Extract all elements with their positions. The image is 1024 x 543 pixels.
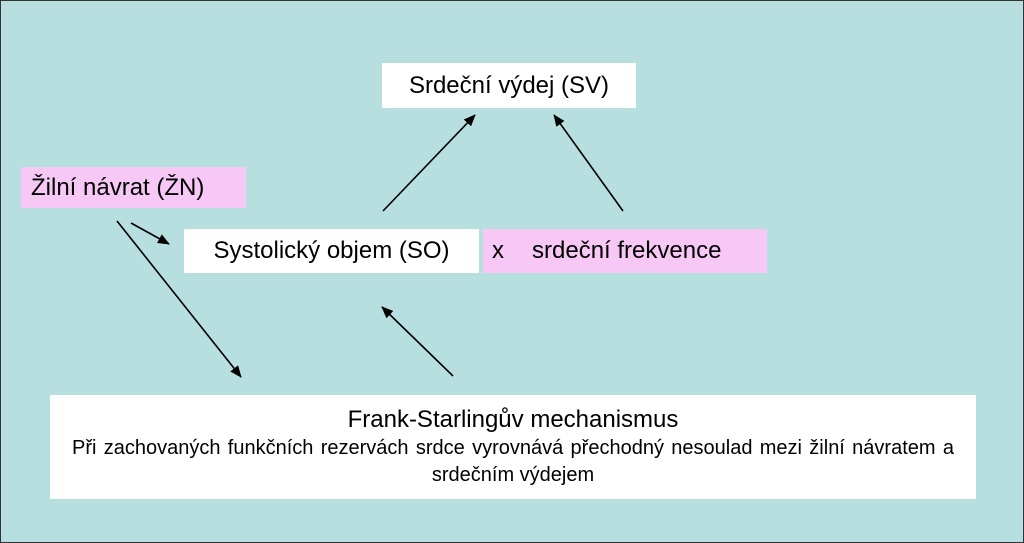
cardiac-output-box: Srdeční výdej (SV) [382,63,636,108]
venous-return-box: Žilní návrat (ŽN) [21,167,246,208]
frank-starling-description: Při zachovaných funkčních rezervách srdc… [72,437,954,486]
arrow-venous-return-to-stroke-volume [130,222,170,245]
venous-return-label: Žilní návrat (ŽN) [31,173,205,201]
arrow-heart-rate-to-cardiac-output [553,114,624,212]
cardiac-output-label: Srdeční výdej (SV) [408,71,610,99]
frank-starling-title: Frank-Starlingův mechanismus [347,406,679,433]
frank-starling-box: Frank-Starlingův mechanismus Při zachova… [50,395,976,499]
arrow-stroke-volume-to-cardiac-output [382,114,476,212]
stroke-volume-box: Systolický objem (SO) [184,229,479,273]
stroke-volume-label: Systolický objem (SO) [213,237,450,264]
arrow-frank-starling-to-stroke-volume [381,306,454,377]
heart-rate-box: x srdeční frekvence [483,229,767,273]
multiply-sign: x [492,237,504,264]
heart-rate-label: srdeční frekvence [532,237,722,264]
